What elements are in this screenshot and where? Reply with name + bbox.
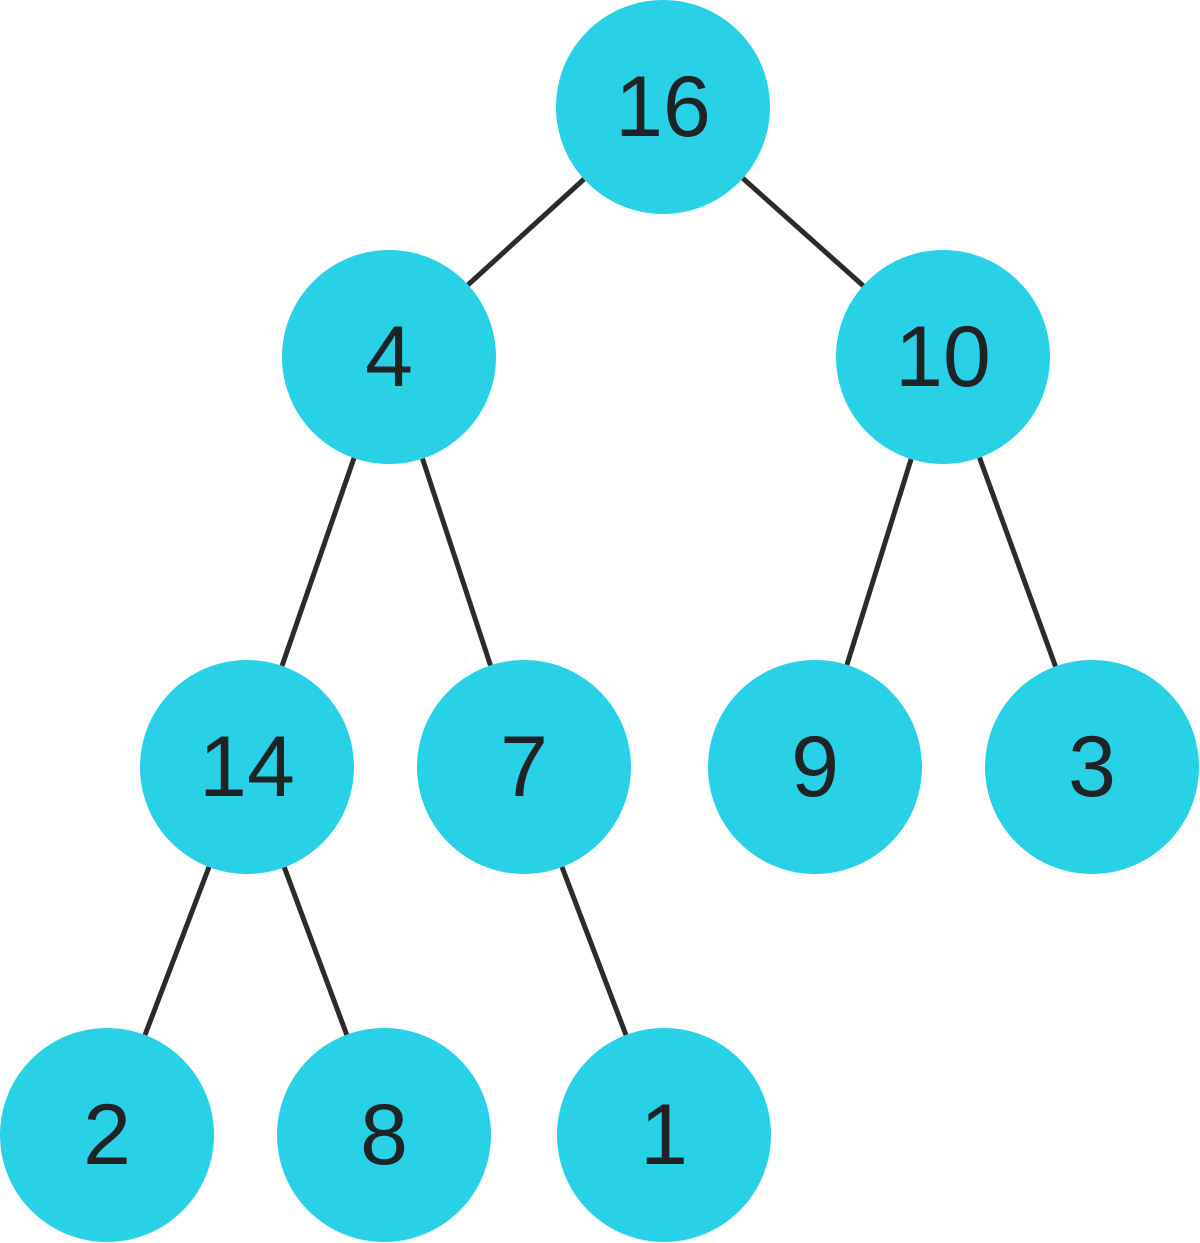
edge-14-to-2: [142, 866, 212, 1036]
node-label: 4: [365, 309, 413, 405]
node-label: 16: [615, 59, 711, 155]
tree-node-2: 2: [0, 1028, 214, 1242]
edge-4-to-7: [420, 457, 493, 667]
node-label: 1: [640, 1087, 688, 1183]
edge-4-to-14: [279, 457, 357, 667]
node-label: 2: [83, 1087, 131, 1183]
tree-node-7: 7: [417, 660, 631, 874]
tree-node-1: 1: [557, 1028, 771, 1242]
edge-10-to-3: [977, 456, 1058, 668]
edges-layer: [142, 176, 1058, 1036]
node-label: 8: [360, 1087, 408, 1183]
node-circle: [277, 1028, 491, 1242]
edge-14-to-8: [281, 866, 350, 1036]
node-circle: [0, 1028, 214, 1242]
edge-10-to-9: [844, 458, 914, 666]
tree-node-4: 4: [282, 250, 496, 464]
tree-node-14: 14: [140, 660, 354, 874]
node-circle: [140, 660, 354, 874]
node-label: 3: [1068, 719, 1116, 815]
tree-node-16: 16: [556, 0, 770, 214]
node-circle: [836, 250, 1050, 464]
node-label: 9: [791, 719, 839, 815]
edge-16-to-4: [466, 177, 586, 287]
edge-7-to-1: [559, 866, 629, 1036]
node-circle: [985, 660, 1199, 874]
node-circle: [417, 660, 631, 874]
node-label: 10: [895, 309, 991, 405]
node-circle: [708, 660, 922, 874]
tree-node-8: 8: [277, 1028, 491, 1242]
node-circle: [282, 250, 496, 464]
edge-16-to-10: [741, 176, 865, 288]
node-circle: [557, 1028, 771, 1242]
tree-node-9: 9: [708, 660, 922, 874]
node-label: 7: [500, 719, 548, 815]
tree-node-10: 10: [836, 250, 1050, 464]
node-label: 14: [199, 719, 295, 815]
node-circle: [556, 0, 770, 214]
tree-node-3: 3: [985, 660, 1199, 874]
